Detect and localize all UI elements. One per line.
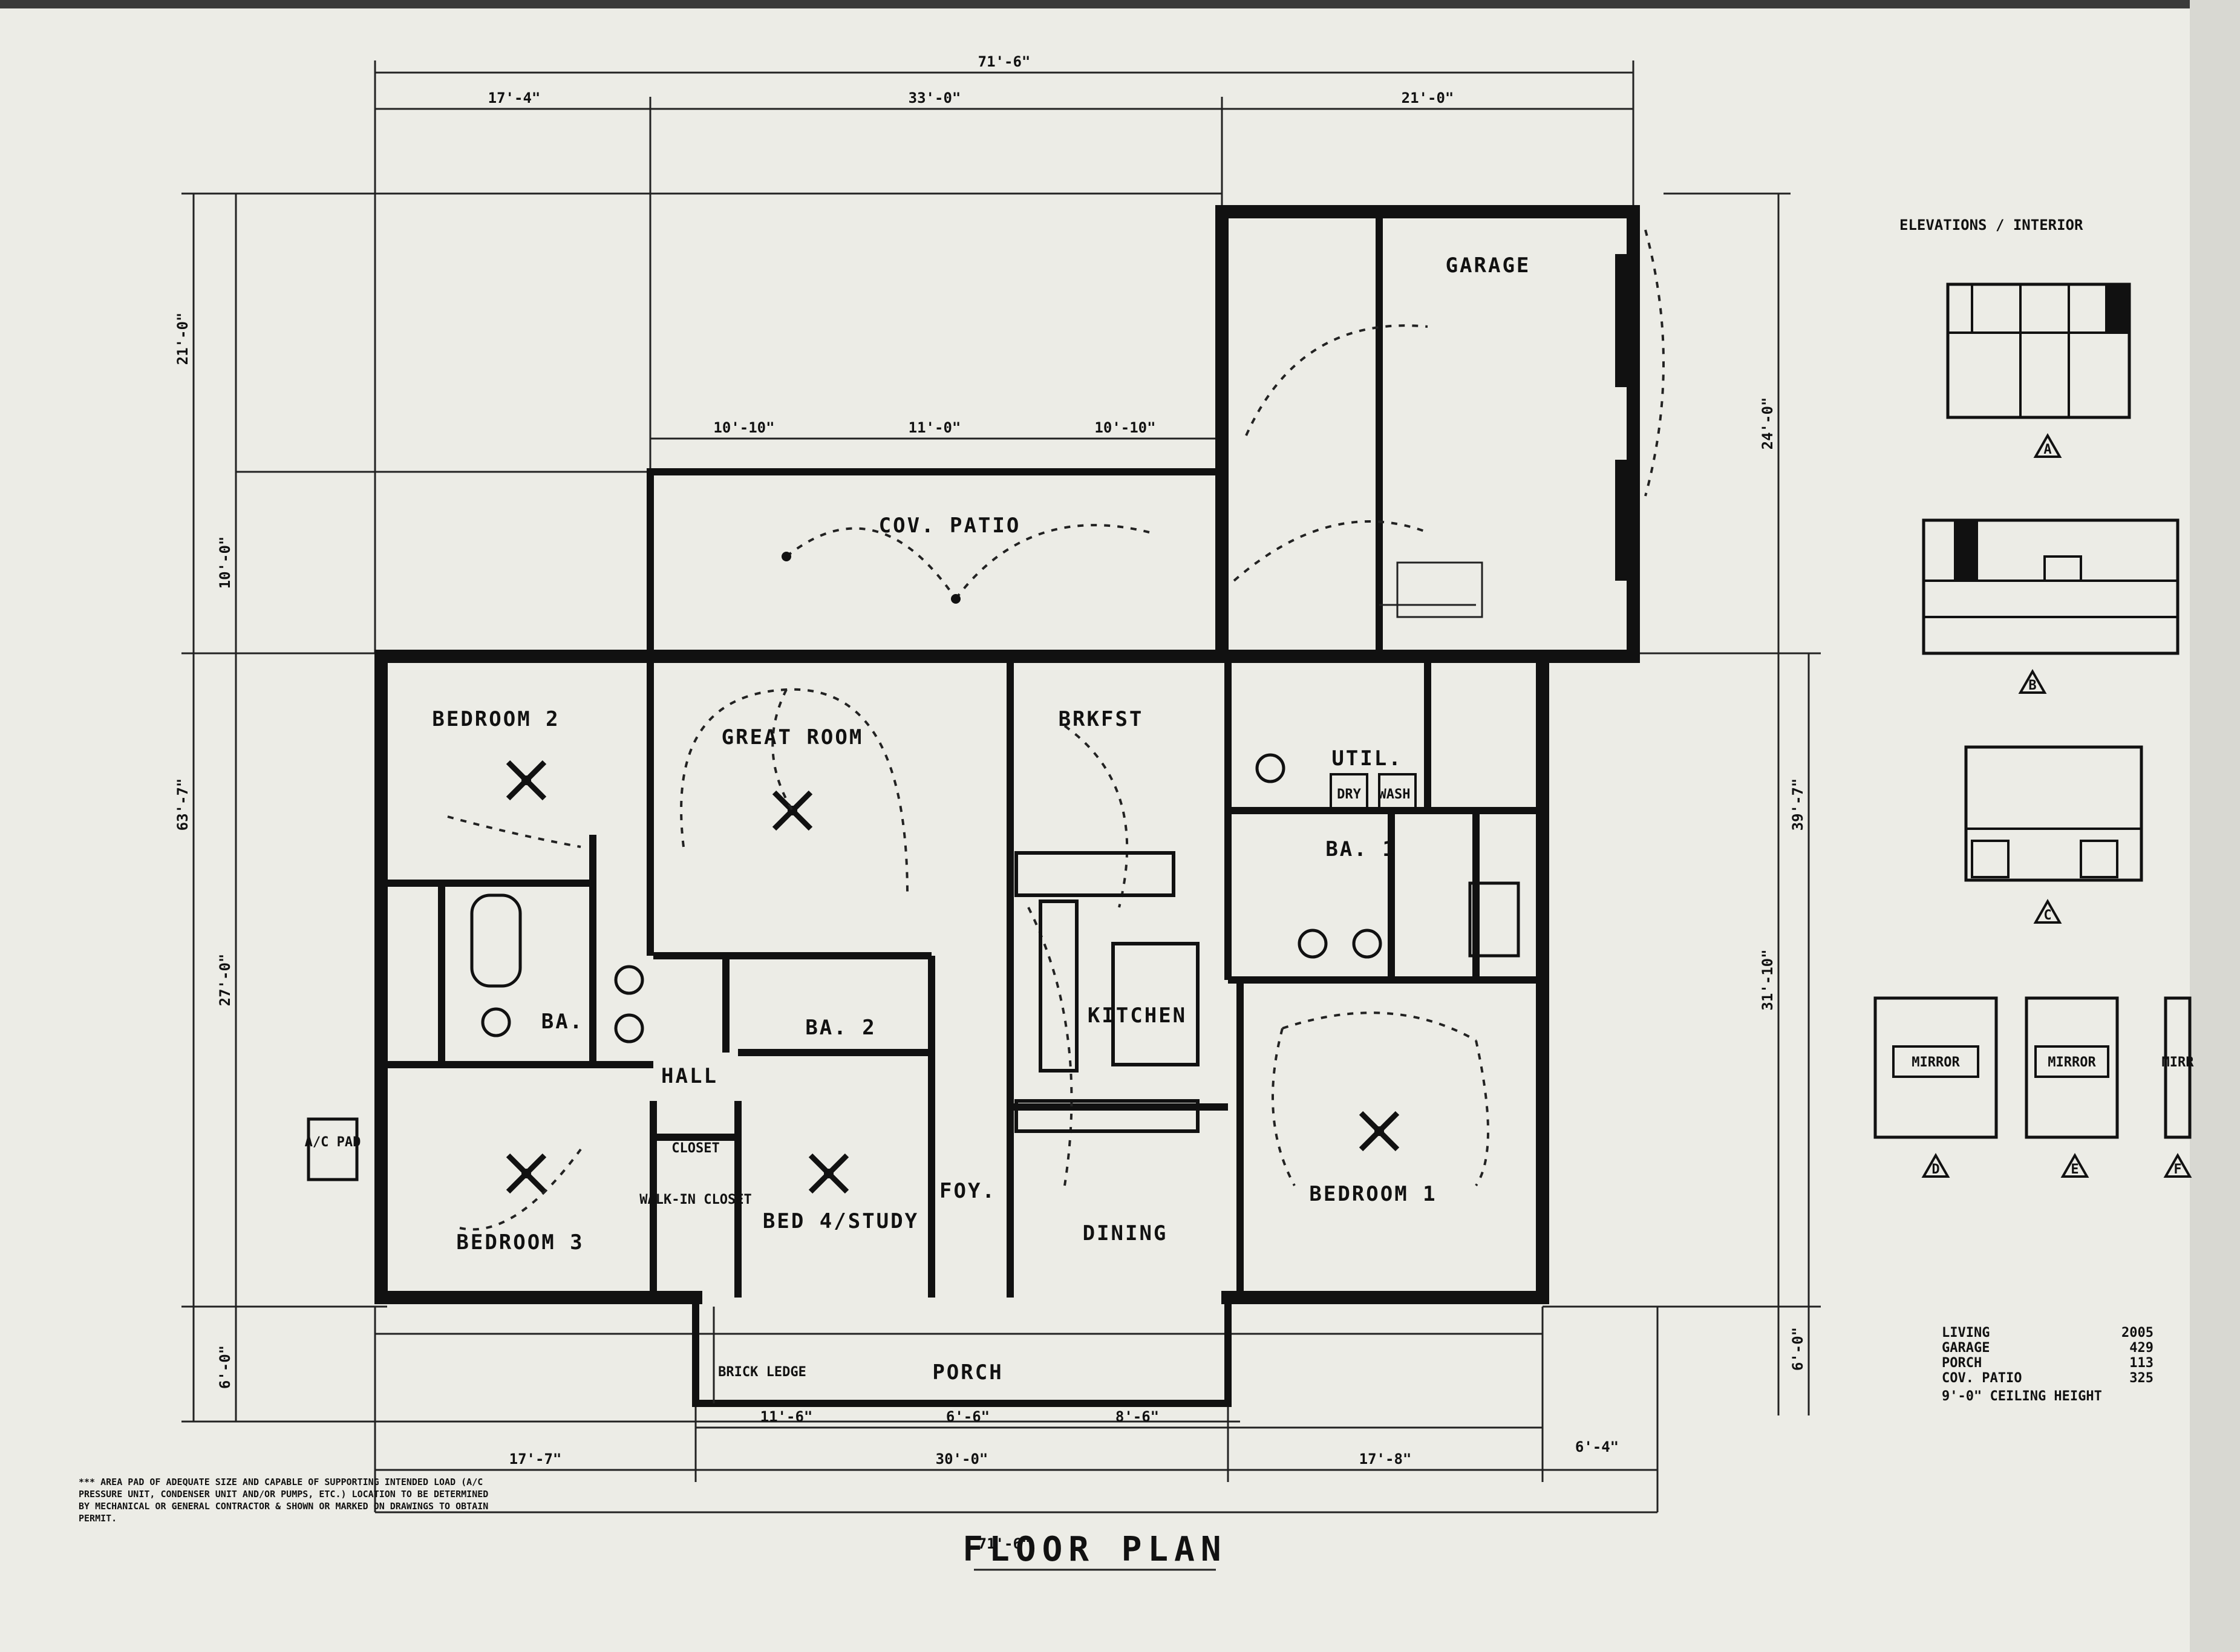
dim-patio-1: 10'-10" bbox=[713, 419, 774, 436]
dim-top-2: 33'-0" bbox=[909, 90, 961, 106]
area-row-label: COV. PATIO bbox=[1942, 1371, 2022, 1386]
dim-left-4: 27'-0" bbox=[217, 954, 233, 1007]
mirror-label-2: MIRROR bbox=[2048, 1055, 2096, 1070]
hall-label: HALL bbox=[661, 1064, 718, 1088]
ceiling-note: 9'-0" CEILING HEIGHT bbox=[1942, 1389, 2102, 1404]
mirror-label-1: MIRROR bbox=[1912, 1055, 1960, 1070]
drawing-title: FLOOR PLAN bbox=[962, 1530, 1227, 1569]
wash-label: WASH bbox=[1379, 787, 1411, 802]
dimension-text: 71'-6" 17'-4" 33'-0" 21'-0" 10'-10" 11'-… bbox=[174, 53, 1806, 1552]
dim-patio-2: 11'-0" bbox=[909, 419, 961, 436]
ba-label: BA. bbox=[541, 1010, 584, 1034]
fan-icon bbox=[506, 1153, 547, 1194]
exterior-walls bbox=[374, 205, 1640, 1407]
dim-right-3: 31'-10" bbox=[1759, 949, 1776, 1010]
svg-text:E: E bbox=[2071, 1162, 2078, 1177]
dim-bottom-3: 17'-8" bbox=[1359, 1451, 1412, 1468]
bathroom-fixtures bbox=[470, 753, 1520, 1043]
elevation-marker-d: D bbox=[1921, 1152, 1950, 1178]
elevations-header: ELEVATIONS / INTERIOR bbox=[1899, 217, 2083, 233]
cov-patio-label: COV. PATIO bbox=[879, 514, 1021, 538]
svg-text:A: A bbox=[2043, 442, 2051, 457]
dim-bottom-4: 6'-4" bbox=[1575, 1438, 1619, 1455]
dim-patio-3: 10'-10" bbox=[1094, 419, 1155, 436]
dining-label: DINING bbox=[1083, 1221, 1168, 1246]
dim-bottom-2: 30'-0" bbox=[936, 1451, 988, 1468]
dim-overall-top: 71'-6" bbox=[978, 53, 1031, 70]
dim-left-5: 6'-0" bbox=[217, 1345, 233, 1389]
ba2-label: BA. 2 bbox=[805, 1016, 876, 1040]
ba1-label: BA. 1 bbox=[1325, 837, 1396, 861]
walkin-label: WALK-IN CLOSET bbox=[639, 1192, 751, 1207]
dim-bottom-1: 17'-7" bbox=[509, 1451, 562, 1468]
ac-pad bbox=[307, 1117, 359, 1181]
elevation-panel: ELEVATIONS / INTERIOR MIRROR MIRROR MIRR… bbox=[1873, 217, 2195, 1178]
area-row-label: LIVING bbox=[1942, 1325, 1990, 1340]
brkfst-label: BRKFST bbox=[1059, 707, 1144, 731]
bedroom3-label: BEDROOM 3 bbox=[456, 1230, 584, 1255]
area-row-value: 429 bbox=[2129, 1340, 2153, 1356]
interior-walls bbox=[381, 212, 1543, 1298]
dim-top-1: 17'-4" bbox=[488, 90, 541, 106]
fan-icon bbox=[506, 760, 547, 801]
garage-label: GARAGE bbox=[1446, 253, 1531, 278]
elevation-marker-e: E bbox=[2060, 1152, 2089, 1178]
dim-left-1: 21'-0" bbox=[174, 313, 191, 365]
svg-text:F: F bbox=[2173, 1162, 2181, 1177]
brick-ledge-label: BRICK LEDGE bbox=[718, 1365, 806, 1380]
bedroom1-label: BEDROOM 1 bbox=[1309, 1182, 1437, 1206]
area-table: LIVING 2005 GARAGE 429 PORCH 113 COV. PA… bbox=[1942, 1325, 2153, 1404]
bed4-label: BED 4/STUDY bbox=[763, 1209, 919, 1233]
area-row-label: PORCH bbox=[1942, 1356, 1982, 1371]
ceiling-fans bbox=[506, 760, 1400, 1194]
kitchen-counters bbox=[1014, 851, 1200, 1133]
svg-text:C: C bbox=[2043, 908, 2051, 923]
fan-icon bbox=[1359, 1111, 1400, 1152]
area-row-value: 113 bbox=[2129, 1356, 2153, 1371]
svg-text:B: B bbox=[2028, 678, 2036, 693]
room-labels: GARAGE COV. PATIO BEDROOM 2 GREAT ROOM B… bbox=[305, 253, 1531, 1385]
dim-right-4: 6'-0" bbox=[1789, 1327, 1806, 1371]
dim-porch-2: 6'-6" bbox=[946, 1408, 990, 1425]
closet-label: CLOSET bbox=[671, 1141, 719, 1156]
dimension-lines bbox=[181, 60, 1821, 1513]
elevation-marker-b: B bbox=[2018, 668, 2047, 694]
svg-text:D: D bbox=[1931, 1162, 1939, 1177]
ac-pad-label: A/C PAD bbox=[305, 1135, 361, 1150]
great-room-label: GREAT ROOM bbox=[722, 725, 864, 749]
kitchen-label: KITCHEN bbox=[1088, 1004, 1187, 1028]
dim-left-2: 10'-0" bbox=[217, 537, 233, 589]
elevation-marker-f: F bbox=[2163, 1152, 2192, 1178]
dim-right-1: 24'-0" bbox=[1759, 397, 1776, 450]
fan-icon bbox=[772, 790, 813, 831]
dim-right-2: 39'-7" bbox=[1789, 779, 1806, 831]
area-row-label: GARAGE bbox=[1942, 1340, 1990, 1356]
elevation-marker-c: C bbox=[2033, 898, 2062, 924]
mirror-label-3: MIRR bbox=[2162, 1055, 2195, 1070]
dim-top-3: 21'-0" bbox=[1402, 90, 1454, 106]
bedroom2-label: BEDROOM 2 bbox=[432, 707, 560, 731]
porch-label: PORCH bbox=[932, 1360, 1003, 1385]
dim-left-3: 63'-7" bbox=[174, 779, 191, 831]
area-row-value: 325 bbox=[2129, 1371, 2153, 1386]
garage-area bbox=[1233, 229, 1665, 618]
util-label: UTIL. bbox=[1331, 746, 1402, 771]
fan-icon bbox=[808, 1153, 849, 1194]
ac-note: *** AREA PAD OF ADEQUATE SIZE AND CAPABL… bbox=[79, 1477, 488, 1524]
switch-wiring bbox=[447, 688, 1489, 1231]
foy-label: FOY. bbox=[939, 1179, 996, 1203]
elevation-marker-a: A bbox=[2033, 433, 2062, 458]
dim-porch-1: 11'-6" bbox=[760, 1408, 813, 1425]
covered-patio-area bbox=[782, 524, 1150, 604]
dim-porch-3: 8'-6" bbox=[1115, 1408, 1159, 1425]
area-row-value: 2005 bbox=[2121, 1325, 2153, 1340]
dim-overall-bottom: 71'-6" bbox=[978, 1535, 1031, 1552]
dry-label: DRY bbox=[1337, 787, 1361, 802]
